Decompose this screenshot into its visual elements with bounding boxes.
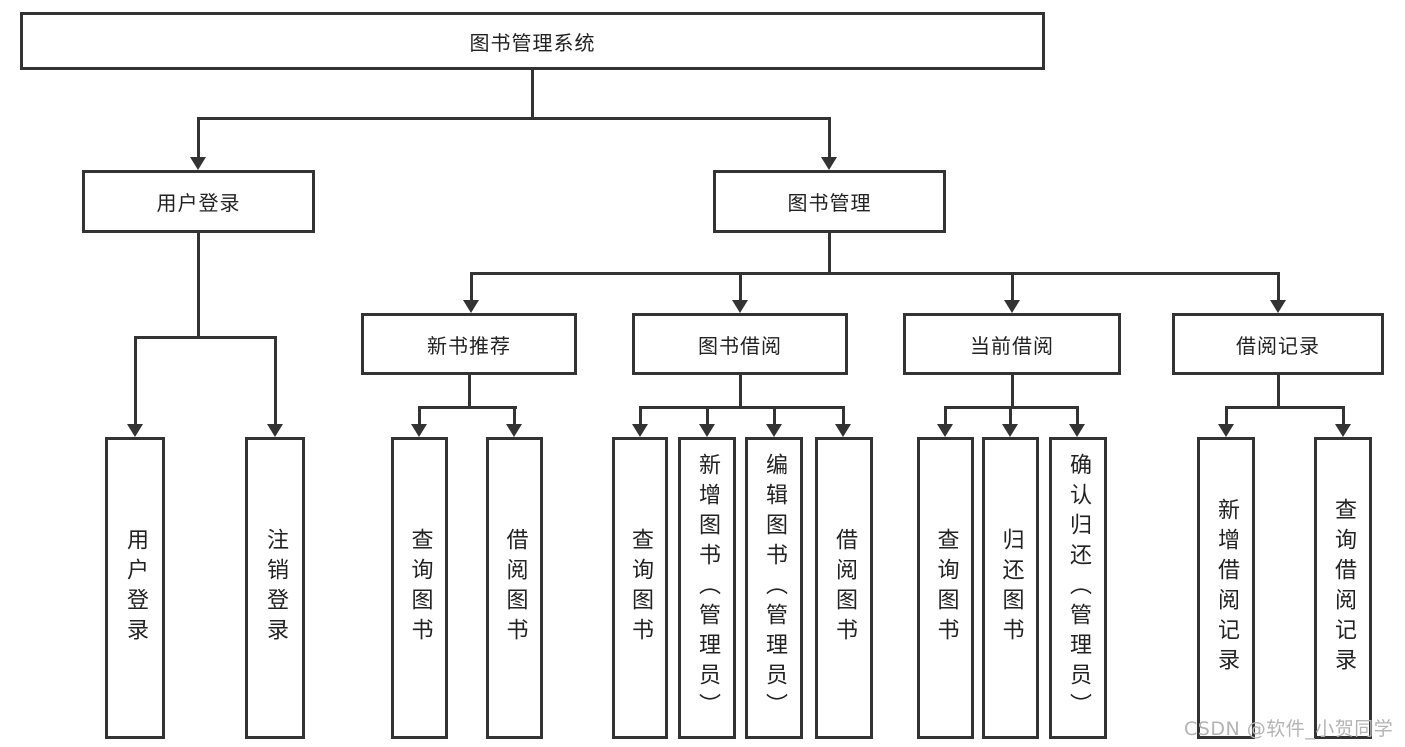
arrow-down-icon: [632, 424, 648, 437]
arrow-down-icon: [732, 300, 748, 313]
arrow-down-icon: [463, 300, 479, 313]
connector-segment: [1011, 375, 1014, 407]
leaf-query-borrow-record: 查询借阅记录: [1314, 437, 1372, 739]
arrow-down-icon: [1218, 424, 1234, 437]
connector-segment: [842, 406, 845, 424]
connector-segment: [134, 336, 137, 424]
connector-segment: [1277, 375, 1280, 407]
connector-segment: [1009, 406, 1012, 424]
arrow-down-icon: [1002, 424, 1018, 437]
connector-segment: [1011, 272, 1014, 301]
connector-segment: [470, 272, 473, 301]
arrow-down-icon: [411, 424, 427, 437]
arrow-down-icon: [1335, 424, 1351, 437]
leaf-logout-label: 注销登录: [263, 528, 288, 648]
arrow-down-icon: [190, 157, 206, 170]
leaf-query-book-recommend-label: 查询图书: [407, 528, 433, 648]
leaf-user-login-label: 用户登录: [123, 528, 148, 648]
node-book-management-label: 图书管理: [787, 191, 872, 215]
arrow-down-icon: [1069, 424, 1085, 437]
arrow-down-icon: [937, 424, 953, 437]
connector-segment: [531, 70, 534, 118]
connector-segment: [1277, 272, 1280, 301]
connector-segment: [773, 406, 776, 424]
node-user-login-label: 用户登录: [156, 191, 241, 215]
arrow-down-icon: [1004, 300, 1020, 313]
leaf-borrow-book: 借阅图书: [815, 437, 873, 739]
connector-segment: [944, 406, 947, 424]
connector-segment: [706, 406, 709, 424]
leaf-add-book-admin-label: 新增图书（管理员）: [695, 453, 720, 723]
leaf-user-login: 用户登录: [105, 437, 165, 739]
connector-segment: [513, 406, 516, 424]
node-user-login: 用户登录: [82, 170, 315, 233]
connector-segment: [639, 406, 845, 409]
node-new-book-recommend: 新书推荐: [361, 313, 577, 375]
leaf-add-borrow-record-label: 新增借阅记录: [1214, 498, 1239, 678]
connector-segment: [470, 272, 1279, 275]
leaf-return-book-label: 归还图书: [998, 528, 1024, 648]
node-borrowing-records: 借阅记录: [1172, 313, 1384, 375]
arrow-down-icon: [1270, 300, 1286, 313]
connector-segment: [828, 117, 831, 158]
node-book-borrowing-label: 图书借阅: [698, 333, 782, 358]
connector-segment: [739, 375, 742, 407]
node-book-management: 图书管理: [713, 170, 946, 233]
connector-segment: [418, 406, 421, 424]
connector-segment: [197, 117, 831, 120]
leaf-query-book-recommend: 查询图书: [391, 437, 448, 739]
leaf-query-book-current-label: 查询图书: [933, 528, 959, 648]
leaf-borrow-book-recommend-label: 借阅图书: [502, 528, 528, 648]
connector-segment: [197, 117, 200, 158]
node-book-borrowing: 图书借阅: [632, 313, 848, 375]
arrow-down-icon: [821, 157, 837, 170]
leaf-query-borrow-record-label: 查询借阅记录: [1331, 498, 1356, 678]
leaf-confirm-return-admin-label: 确认归还（管理员）: [1066, 453, 1091, 723]
connector-segment: [418, 406, 517, 409]
leaf-borrow-book-label: 借阅图书: [832, 528, 857, 648]
connector-segment: [197, 233, 200, 337]
leaf-edit-book-admin-label: 编辑图书（管理员）: [762, 453, 787, 723]
connector-segment: [1342, 406, 1345, 424]
connector-segment: [639, 406, 642, 424]
connector-segment: [1225, 406, 1228, 424]
connector-segment: [1076, 406, 1079, 424]
leaf-logout: 注销登录: [245, 437, 305, 739]
leaf-add-borrow-record: 新增借阅记录: [1197, 437, 1255, 739]
connector-segment: [468, 375, 471, 407]
node-root-label: 图书管理系统: [469, 30, 596, 55]
arrow-down-icon: [835, 424, 851, 437]
leaf-query-book-current: 查询图书: [917, 437, 974, 739]
arrow-down-icon: [267, 424, 283, 437]
leaf-query-book-borrow-label: 查询图书: [628, 528, 653, 648]
node-borrowing-records-label: 借阅记录: [1236, 333, 1320, 358]
arrow-down-icon: [127, 424, 143, 437]
arrow-down-icon: [699, 424, 715, 437]
leaf-confirm-return-admin: 确认归还（管理员）: [1049, 437, 1107, 739]
leaf-edit-book-admin: 编辑图书（管理员）: [745, 437, 803, 739]
connector-segment: [739, 272, 742, 301]
watermark: CSDN @软件_小贺同学: [1184, 718, 1394, 740]
node-root: 图书管理系统: [20, 12, 1045, 70]
connector-segment: [1225, 406, 1344, 409]
connector-segment: [274, 336, 277, 424]
node-new-book-recommend-label: 新书推荐: [427, 333, 511, 358]
connector-segment: [828, 233, 831, 274]
node-current-borrowing: 当前借阅: [903, 313, 1121, 375]
leaf-borrow-book-recommend: 借阅图书: [486, 437, 543, 739]
arrow-down-icon: [766, 424, 782, 437]
connector-segment: [134, 336, 277, 339]
leaf-add-book-admin: 新增图书（管理员）: [678, 437, 736, 739]
node-current-borrowing-label: 当前借阅: [970, 333, 1054, 358]
leaf-return-book: 归还图书: [982, 437, 1039, 739]
leaf-query-book-borrow: 查询图书: [612, 437, 668, 739]
arrow-down-icon: [506, 424, 522, 437]
